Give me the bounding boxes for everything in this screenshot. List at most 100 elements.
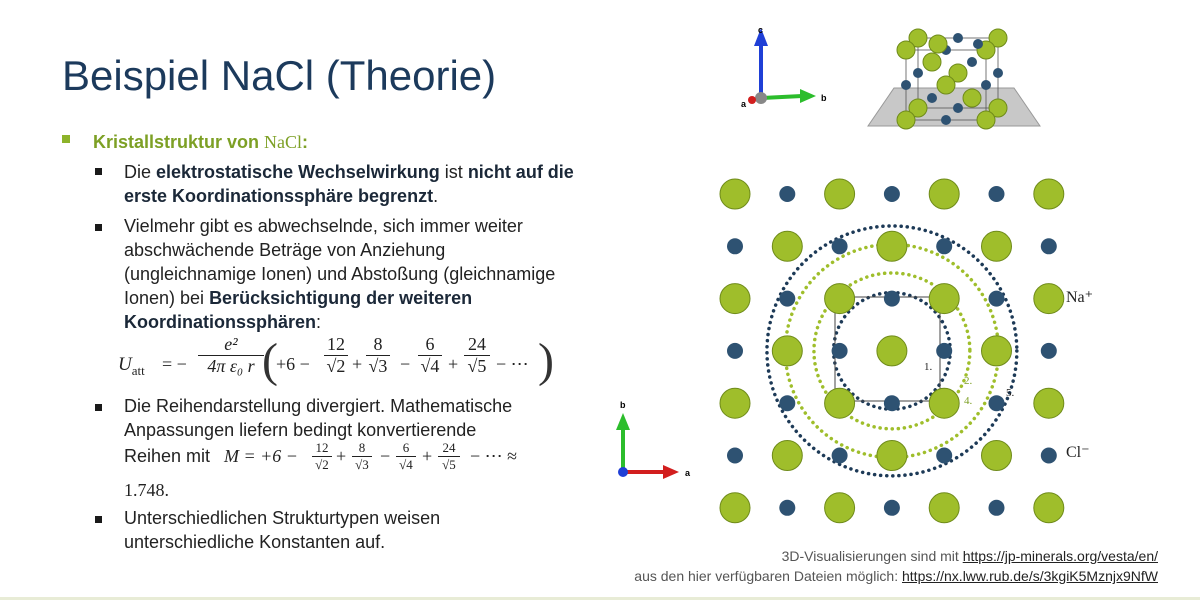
cl-ion	[936, 447, 953, 464]
na-ion	[981, 335, 1012, 367]
na-ion-3d	[976, 110, 996, 130]
cl-ion-3d	[953, 33, 963, 43]
bullet-1-text: Die elektrostatische Wechselwirkung ist …	[124, 162, 574, 206]
cl-ion	[727, 238, 743, 255]
caption-line-1: 3D-Visualisierungen sind mit https://jp-…	[781, 548, 1158, 564]
cl-ion	[831, 447, 848, 464]
cl-ion-3d	[941, 115, 951, 125]
na-ion	[824, 283, 856, 315]
na-ion	[824, 178, 856, 210]
na-ion	[1033, 283, 1065, 315]
cl-ion	[779, 395, 796, 412]
na-ion	[719, 492, 751, 524]
shell-ring-4	[765, 224, 1019, 478]
cl-ion-3d	[913, 68, 923, 78]
na-ion-3d	[948, 63, 968, 83]
na-ion	[771, 440, 803, 471]
cl-ion	[779, 186, 796, 202]
shell-ring-2	[812, 271, 972, 431]
cl-ion	[779, 290, 796, 307]
shell-label-1: 1.	[924, 361, 933, 373]
na-ion	[824, 387, 856, 419]
cl-ion	[883, 186, 900, 202]
cl-ion-3d	[953, 103, 963, 113]
bullet-square-icon	[95, 404, 102, 411]
axis-a-label: a	[741, 99, 747, 109]
na-ion-3d	[962, 88, 982, 108]
cl-ion	[1040, 447, 1057, 464]
cl-ion	[883, 499, 900, 516]
na-ion	[981, 440, 1012, 471]
axis-b-label: b	[821, 93, 827, 103]
cl-ion	[883, 395, 900, 412]
bullet-2-text: Vielmehr gibt es abwechselnde, sich imme…	[124, 216, 556, 332]
na-ion	[928, 387, 960, 419]
na-ion	[876, 230, 908, 262]
cl-ion	[883, 290, 900, 307]
axes-2d-icon: b a	[616, 400, 691, 479]
na-ion-3d	[896, 110, 916, 130]
na-ion	[719, 387, 751, 419]
na-ion	[928, 492, 960, 524]
heading-prefix: Kristallstruktur von	[93, 132, 265, 152]
na-ion	[1033, 387, 1065, 419]
na-ion	[928, 178, 960, 210]
lattice-atoms	[719, 178, 1065, 524]
axis2d-b-label: b	[620, 400, 626, 410]
na-ion-3d	[922, 52, 942, 72]
vesta-link[interactable]: https://jp-minerals.org/vesta/en/	[962, 548, 1158, 564]
axis-c-label: c	[758, 25, 763, 35]
axes-3d-icon: c a b	[741, 25, 827, 109]
na-ion	[1033, 492, 1065, 524]
na-ion	[824, 492, 856, 524]
bullet-3-text: Die Reihendarstellung divergiert. Mathem…	[124, 396, 513, 440]
cl-ion	[988, 499, 1005, 516]
shell-label-2: 2.	[964, 375, 973, 387]
files-link[interactable]: https://nx.lww.rub.de/s/3kgiK5Mznjx9NfW	[902, 568, 1158, 584]
na-ion	[1033, 178, 1065, 210]
na-ion	[771, 230, 803, 262]
cl-ion-3d	[993, 68, 1003, 78]
na-ion	[719, 178, 751, 210]
na-ion-3d	[988, 98, 1008, 118]
shell-label-5: 5.	[1006, 387, 1015, 399]
cl-ion	[1040, 238, 1057, 255]
cl-ion	[936, 238, 953, 255]
cell-3d-atoms	[896, 28, 1008, 130]
cl-ion-3d	[901, 80, 911, 90]
nacl-2d-lattice: 1. 2. 4. 5. Na⁺ Cl⁻	[719, 178, 1093, 524]
cl-ion	[988, 395, 1005, 412]
na-ion-3d	[908, 98, 928, 118]
cl-ion	[831, 342, 848, 359]
heading-kristallstruktur: Kristallstruktur von NaCl:	[93, 132, 308, 153]
na-ion	[981, 230, 1012, 262]
shell-label-4: 4.	[964, 395, 973, 407]
heading-formula: NaCl	[264, 132, 303, 152]
cl-ion-3d	[967, 57, 977, 67]
na-ion	[771, 335, 803, 367]
cl-ion	[779, 499, 796, 516]
bullet-square-icon	[95, 224, 102, 231]
cl-ion-3d	[973, 39, 983, 49]
level1-bullet-icon	[62, 135, 70, 143]
cl-ion-3d	[927, 93, 937, 103]
caption-line-2: aus den hier verfügbaren Dateien möglich…	[634, 568, 1158, 584]
cl-ion	[988, 186, 1005, 202]
cl-ion	[1040, 342, 1057, 359]
bullet-4-text: Unterschiedlichen Strukturtypen weisen u…	[124, 508, 441, 552]
legend-na-label: Na⁺	[1066, 289, 1093, 306]
cl-ion	[727, 447, 743, 464]
cl-ion	[727, 342, 743, 359]
na-ion-3d	[896, 40, 916, 60]
cl-ion	[936, 342, 953, 359]
cl-ion	[831, 238, 848, 255]
legend-cl-label: Cl⁻	[1066, 444, 1090, 461]
footer-line	[0, 597, 1200, 600]
na-ion-3d	[988, 28, 1008, 48]
na-ion-3d	[928, 34, 948, 54]
bullet-square-icon	[95, 168, 102, 175]
nacl-3d-unit-cell	[867, 28, 1041, 130]
na-ion-3d	[936, 75, 956, 95]
axis2d-a-label: a	[685, 468, 691, 478]
na-ion	[876, 335, 908, 367]
